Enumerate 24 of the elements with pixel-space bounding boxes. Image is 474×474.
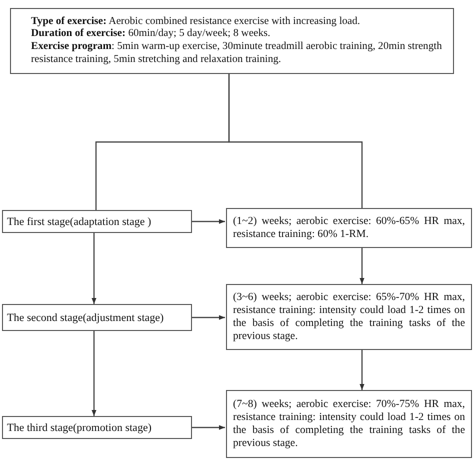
arrow: [360, 350, 364, 390]
node-text: (7~8) weeks; aerobic exercise: 70%-75% HR max, resistance training: intensity could load 1-2 times on the basis of completing the training tasks of the previous stage.: [233, 398, 465, 450]
node-text: (3~6) weeks; aerobic exercise: 65%-70% HR max, resistance training: intensity could load 1-2 times on the basis of completing the training tasks of the previous stage.: [233, 291, 465, 343]
arrow: [192, 219, 225, 224]
arrow: [360, 248, 364, 284]
arrow: [192, 315, 225, 320]
node-text: (1~2) weeks; aerobic exercise: 60%-65% HR max, resistance training: 60% 1-RM.: [233, 215, 465, 241]
node-text: Exercise program: 5min warm-up exercise, 30minute treadmill aerobic training, 20min strength resistance training, 5min stretching and relaxation training.: [31, 41, 443, 66]
arrow: [92, 331, 96, 416]
stage-box: [2, 210, 192, 233]
node-text: Type of exercise: Aerobic combined resistance exercise with increasing load.: [31, 16, 362, 28]
node-text: The second stage(adjustment stage): [7, 312, 165, 324]
arrow: [192, 425, 225, 430]
stage-box: [2, 416, 192, 439]
detail-box: [226, 208, 472, 248]
program-box: [10, 8, 454, 74]
arrow: [92, 233, 96, 304]
node-text: Duration of exercise: 60min/day; 5 day/week; 8 weeks.: [31, 28, 272, 41]
detail-box: [226, 390, 472, 458]
node-text: The first stage(adaptation stage ): [7, 216, 152, 228]
stage-box: [2, 304, 192, 331]
detail-box: [226, 284, 472, 350]
connector-line: [228, 74, 363, 208]
node-text: The third stage(promotion stage): [7, 422, 152, 434]
